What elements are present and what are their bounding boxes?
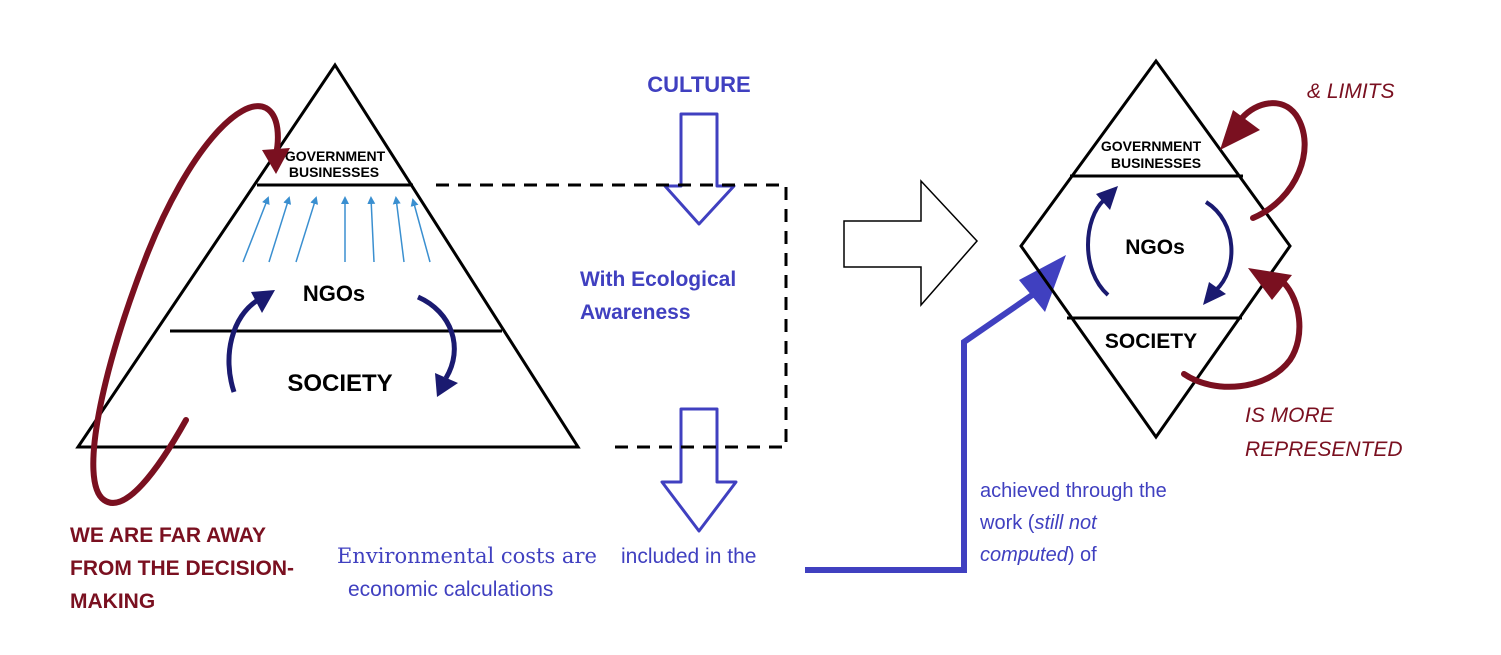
diamond-label-ngos: NGOs [1125,236,1185,259]
down-arrow-top-icon [663,112,736,226]
achieved-connector-arrow-icon [805,255,1066,573]
far-away-line-1: WE ARE FAR AWAY [70,524,266,547]
pyramid-outline [75,62,581,449]
right-diamond: GOVERNMENT BUSINESSES NGOs SOCIETY & LIM… [1019,58,1403,461]
far-away-line-3: MAKING [70,590,155,613]
more-represented-line-2: REPRESENTED [1245,438,1403,461]
more-represented-line-1: IS MORE [1245,404,1335,427]
transition-arrow-icon [843,179,979,307]
diamond-outline [1019,58,1292,440]
limits-label: & LIMITS [1307,80,1395,103]
achieved-text: achieved through the work (still not com… [979,480,1167,566]
achieved-line-3: computed) of [980,544,1097,566]
upward-arrows-icon [242,196,431,263]
left-pyramid: GOVERNMENT BUSINESSES NGOs SOCIETY [75,62,581,506]
pyramid-label-government: GOVERNMENT [285,148,386,164]
pyramid-label-ngos: NGOs [303,281,365,306]
diamond-cycle-arrows-icon [1086,186,1234,305]
costs-line-1b: included in the [621,545,756,568]
left-note: WE ARE FAR AWAY FROM THE DECISION- MAKIN… [70,524,294,613]
awareness-line-2: Awareness [580,301,691,324]
far-away-line-2: FROM THE DECISION- [70,557,294,580]
represented-arrow-icon [1181,268,1303,390]
awareness-line-1: With Ecological [580,268,736,291]
diamond-label-government: GOVERNMENT [1101,138,1202,154]
down-arrow-bottom-icon [660,407,738,533]
pyramid-label-businesses: BUSINESSES [289,164,379,180]
costs-line-2: economic calculations [348,578,553,601]
achieved-line-2: work (still not [979,512,1098,534]
culture-label: CULTURE [647,72,750,97]
far-away-loop-arrow-icon [90,103,290,506]
diamond-label-businesses: BUSINESSES [1111,155,1201,171]
costs-line-1a: Environmental costs are [337,544,597,568]
center-section: CULTURE With Ecological Awareness Enviro… [337,72,788,601]
cycle-arrows-icon [226,290,458,397]
pyramid-label-society: SOCIETY [287,370,392,397]
achieved-line-1: achieved through the [980,480,1167,502]
limits-arrow-icon [1220,100,1308,221]
diamond-label-society: SOCIETY [1105,330,1197,353]
